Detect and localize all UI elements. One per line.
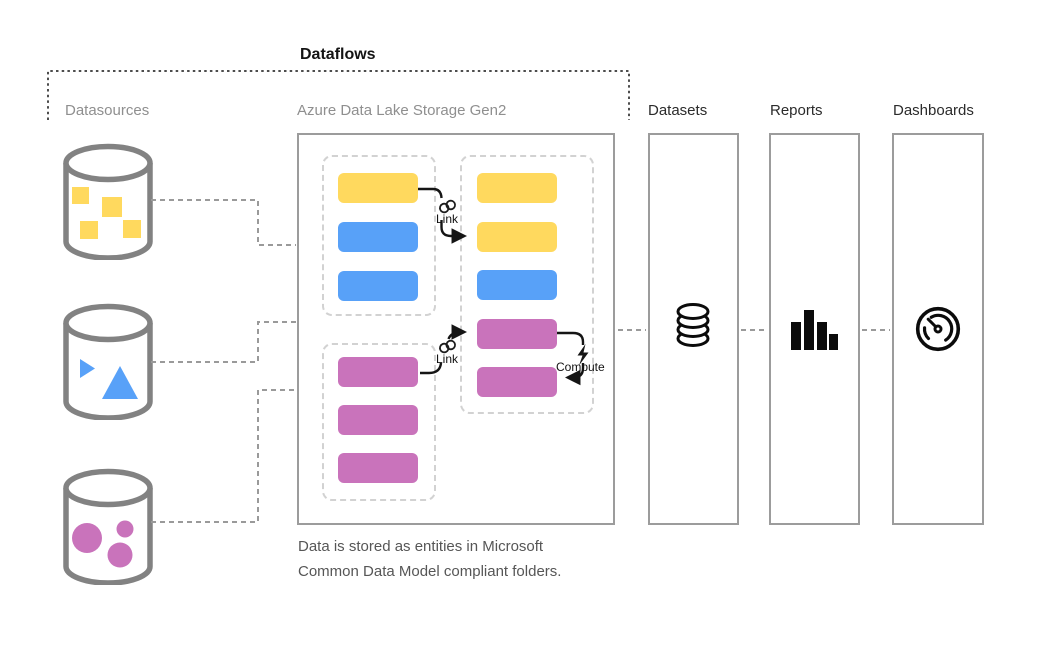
datasource-cylinder-triangles-icon bbox=[63, 303, 153, 420]
database-icon bbox=[676, 303, 710, 347]
entity-rect-yellow bbox=[338, 173, 418, 203]
entity-rect-magenta bbox=[477, 367, 557, 398]
annotation-link-1: Link bbox=[436, 212, 459, 226]
label-dashboards: Dashboards bbox=[893, 102, 974, 119]
cdm-folder-model bbox=[460, 155, 594, 414]
entity-rect-blue bbox=[477, 270, 557, 301]
cdm-caption: Data is stored as entities in Microsoft … bbox=[298, 534, 561, 584]
entity-rect-magenta bbox=[338, 453, 418, 483]
cdm-caption-line2: Common Data Model compliant folders. bbox=[298, 563, 562, 580]
entity-rect-yellow bbox=[477, 173, 557, 203]
label-datasources: Datasources bbox=[65, 102, 150, 119]
entity-rect-magenta bbox=[477, 318, 557, 349]
cdm-folder-source-bottom bbox=[322, 343, 436, 501]
reports-box bbox=[769, 133, 860, 525]
gauge-icon bbox=[915, 306, 961, 352]
label-datasets: Datasets bbox=[648, 102, 708, 119]
entity-rect-yellow bbox=[477, 221, 557, 252]
entity-rect-magenta bbox=[338, 357, 418, 387]
magenta-circles bbox=[72, 520, 134, 568]
blue-triangles bbox=[80, 359, 138, 399]
annotation-compute: Compute bbox=[556, 360, 605, 374]
datasource-cylinder-circles-icon bbox=[63, 468, 153, 585]
label-azure-data-lake-storage: Azure Data Lake Storage Gen2 bbox=[297, 102, 507, 119]
label-reports: Reports bbox=[770, 102, 823, 119]
bar-chart-icon bbox=[791, 310, 838, 350]
connector-datasource-3 bbox=[151, 389, 296, 523]
entity-rect-blue bbox=[338, 271, 418, 301]
entity-rect-magenta bbox=[338, 405, 418, 435]
datasource-cylinder-squares-icon bbox=[63, 143, 153, 260]
cdm-folder-source-top bbox=[322, 155, 436, 316]
entity-rect-blue bbox=[338, 222, 418, 252]
connector-datasource-1 bbox=[151, 199, 296, 246]
annotation-link-2: Link bbox=[436, 352, 459, 366]
connector-datasource-2 bbox=[151, 321, 296, 363]
yellow-squares bbox=[72, 187, 141, 239]
diagram-title: Dataflows bbox=[300, 46, 376, 63]
cdm-caption-line1: Data is stored as entities in Microsoft bbox=[298, 538, 544, 555]
